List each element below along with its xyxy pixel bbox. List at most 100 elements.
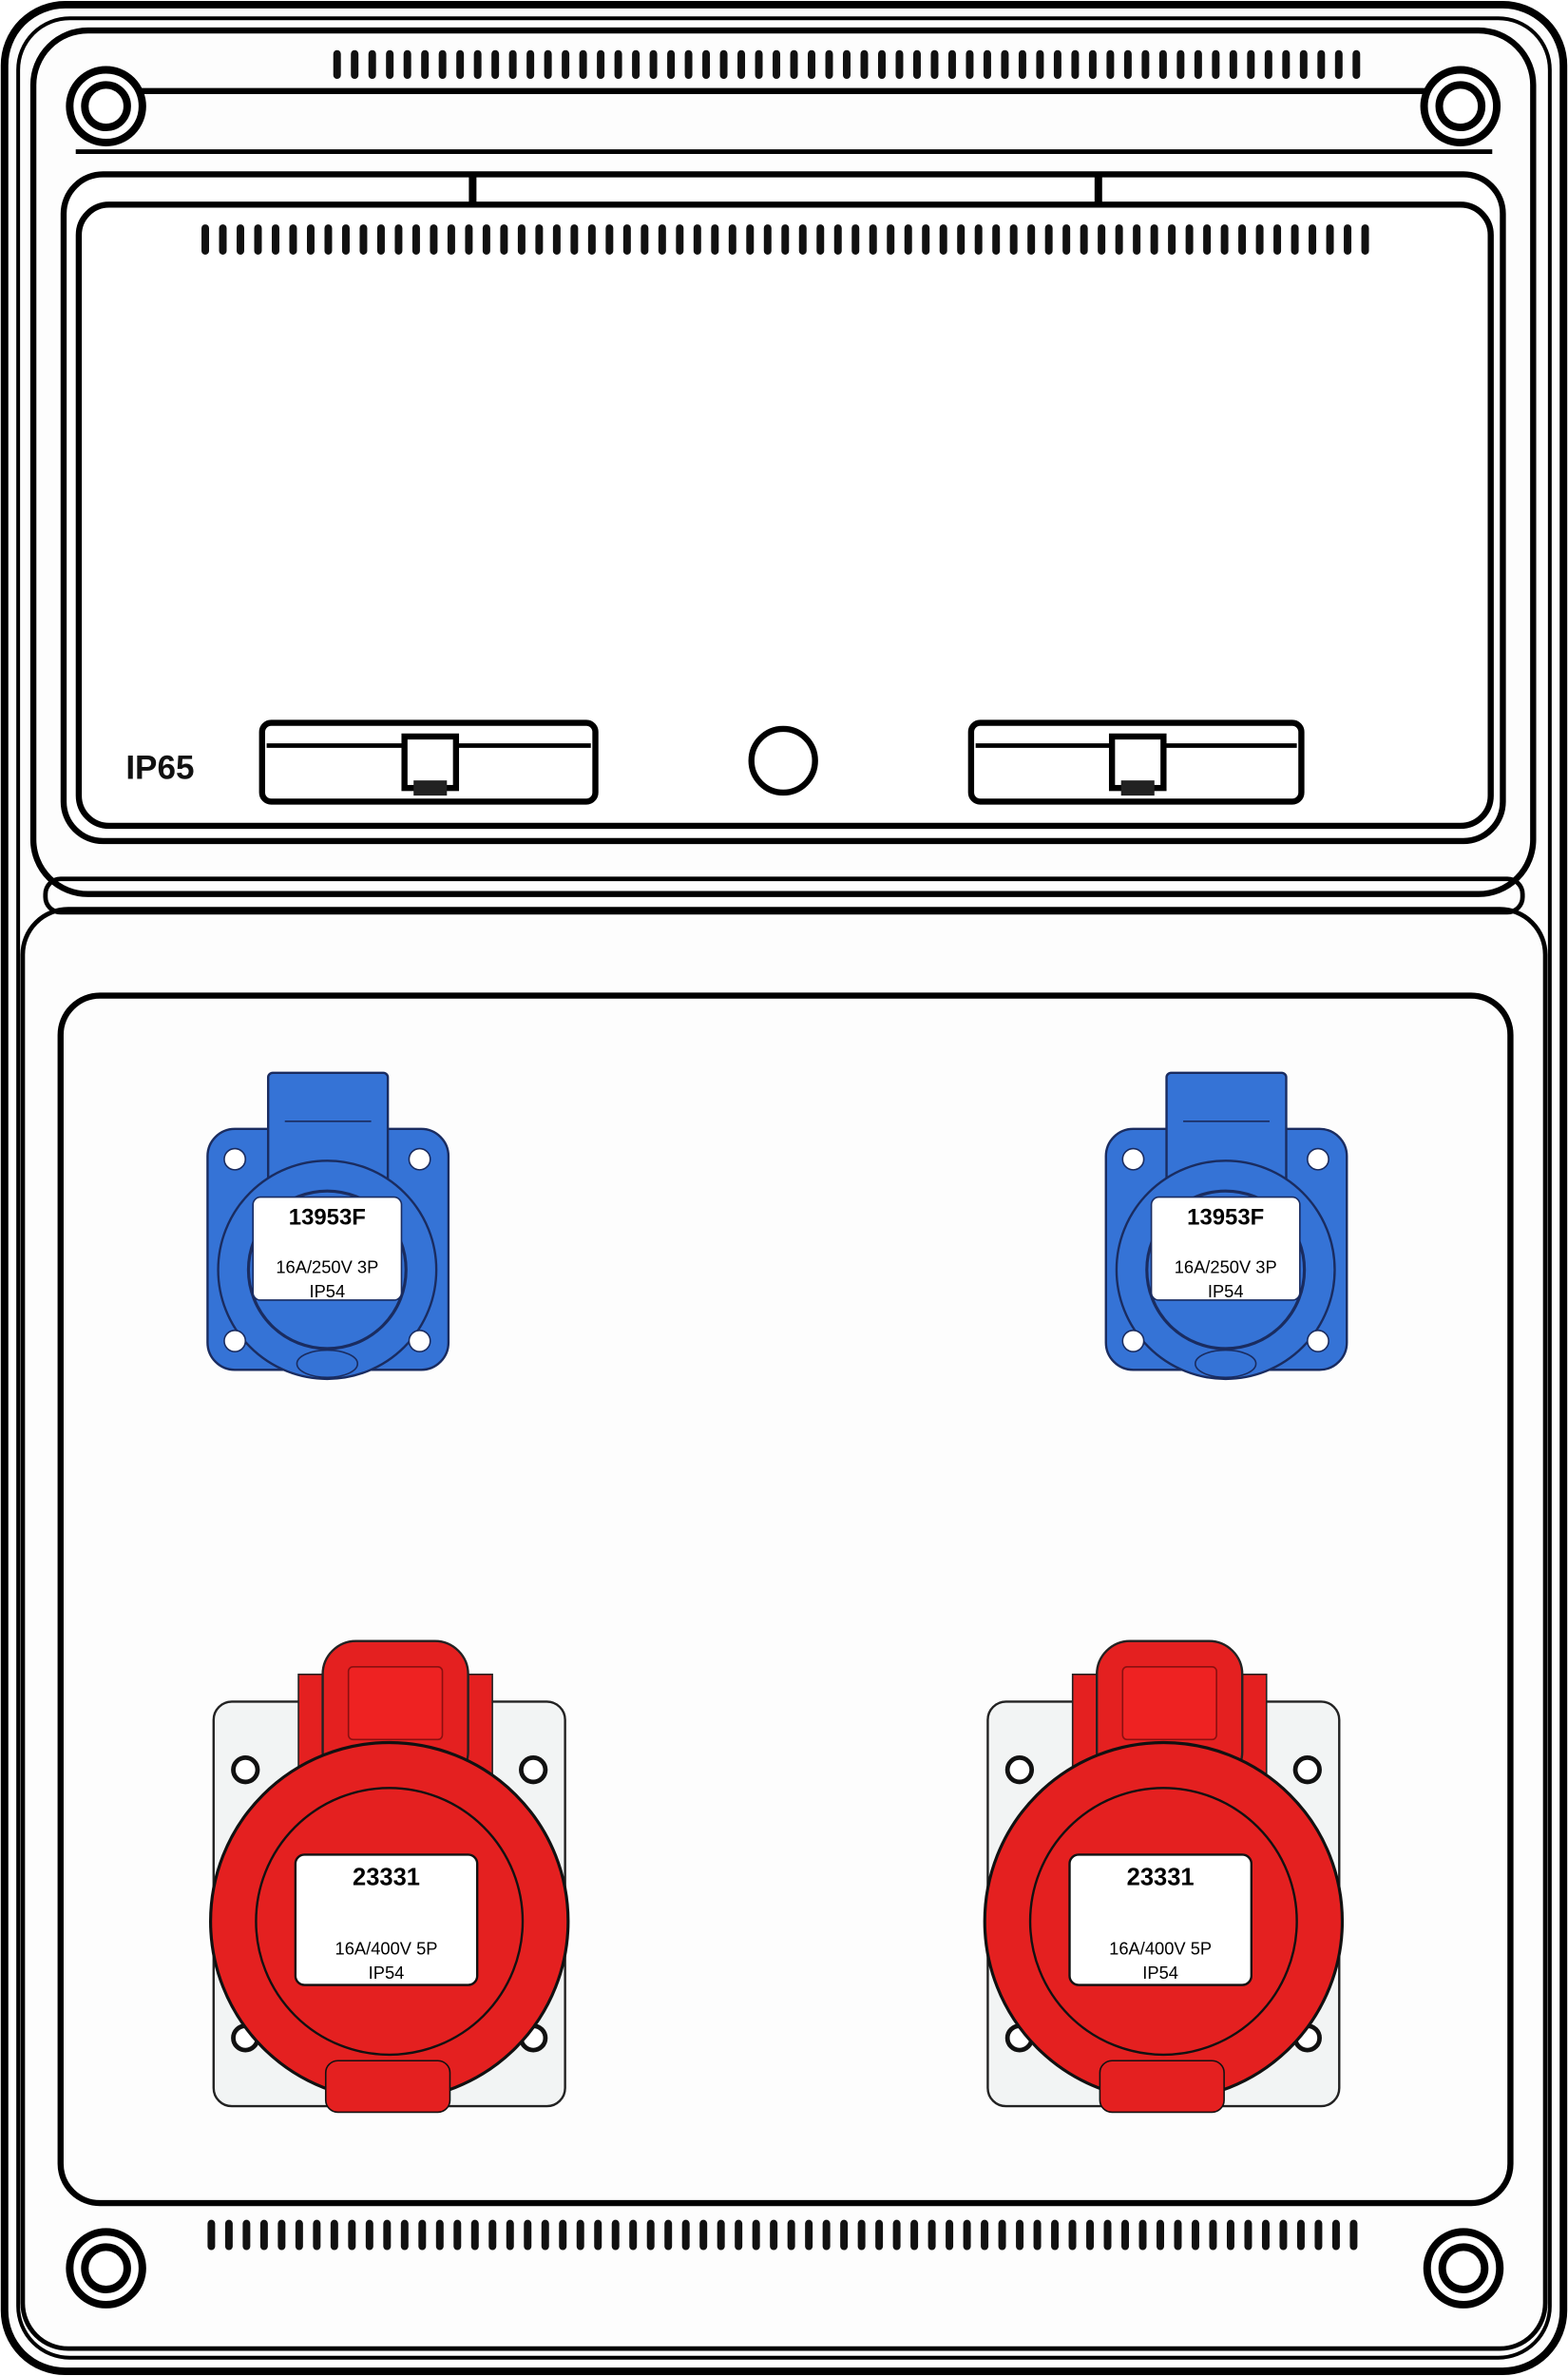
vent-slot xyxy=(1331,2219,1340,2251)
vent-slot xyxy=(570,224,579,255)
vent-slot xyxy=(816,224,825,255)
vent-slot xyxy=(1229,49,1237,80)
vent-slot xyxy=(277,2219,286,2251)
circuit-breaker-left[interactable] xyxy=(258,719,599,805)
vent-slot xyxy=(1273,224,1282,255)
vent-slot xyxy=(1036,49,1044,80)
vent-slot xyxy=(1051,2219,1060,2251)
red-socket-right[interactable]: 23331 16A/400V 5P IP54 xyxy=(983,1639,1345,2114)
vent-slot xyxy=(1016,2219,1024,2251)
vent-slot xyxy=(1115,224,1123,255)
vent-slot xyxy=(1220,224,1229,255)
vent-slot xyxy=(1001,49,1009,80)
vent-slot xyxy=(787,2219,795,2251)
vent-slot xyxy=(857,2219,866,2251)
vent-slot xyxy=(957,224,966,255)
vent-slot xyxy=(877,49,886,80)
vent-slot xyxy=(1138,2219,1147,2251)
vent-slot xyxy=(272,224,279,255)
screw-top-right xyxy=(1420,66,1501,146)
vent-slot xyxy=(1150,224,1158,255)
vent-slot xyxy=(359,224,368,255)
vent-slot xyxy=(1192,2219,1199,2251)
vent-slot xyxy=(875,2219,884,2251)
vent-slot xyxy=(992,224,1001,255)
vent-slot xyxy=(254,224,262,255)
vent-slot xyxy=(1121,2219,1129,2251)
vent-slot xyxy=(1088,49,1097,80)
vent-slot xyxy=(351,49,359,80)
vent-slot xyxy=(781,224,790,255)
vent-slot xyxy=(966,49,974,80)
vent-slot xyxy=(259,2219,268,2251)
vent-slot xyxy=(773,49,781,80)
vent-slot xyxy=(1203,224,1212,255)
vent-slot xyxy=(611,2219,620,2251)
vent-slot xyxy=(219,224,227,255)
vent-slot xyxy=(1209,2219,1217,2251)
socket-code: 13953F xyxy=(1187,1204,1264,1230)
vent-slot xyxy=(597,49,605,80)
vent-slot xyxy=(1009,224,1018,255)
vent-slot xyxy=(1247,49,1255,80)
vent-slot xyxy=(808,49,815,80)
vent-slot xyxy=(1018,49,1026,80)
vent-slot xyxy=(735,2219,743,2251)
vent-slot xyxy=(456,49,465,80)
vent-slot xyxy=(646,2219,655,2251)
vent-slot xyxy=(313,2219,321,2251)
blue-socket-right[interactable]: 13953F 16A/250V 3P IP54 xyxy=(1104,1071,1348,1381)
vent-slot xyxy=(376,224,385,255)
vent-slot xyxy=(981,2219,989,2251)
vent-slot xyxy=(1141,49,1150,80)
vent-slot xyxy=(869,224,877,255)
vent-slot xyxy=(562,49,570,80)
vent-slot xyxy=(1103,2219,1112,2251)
vent-slot xyxy=(1279,2219,1288,2251)
vent-slot xyxy=(998,2219,1006,2251)
vent-slot xyxy=(632,49,641,80)
vent-slot xyxy=(1261,2219,1270,2251)
vent-slot xyxy=(500,224,508,255)
vent-slot xyxy=(1344,224,1352,255)
vent-slot xyxy=(763,224,772,255)
blue-socket-left[interactable]: 13953F 16A/250V 3P IP54 xyxy=(206,1071,450,1381)
window-vent-slots xyxy=(201,224,1369,255)
vent-slot xyxy=(365,2219,373,2251)
vent-slot xyxy=(473,49,482,80)
vent-slot xyxy=(587,224,596,255)
vent-slot xyxy=(641,224,649,255)
ip-rating-label: IP65 xyxy=(125,750,194,787)
vent-slot xyxy=(207,2219,216,2251)
vent-slot xyxy=(576,2219,584,2251)
vent-slot xyxy=(594,2219,602,2251)
vent-slot xyxy=(1158,49,1167,80)
vent-slot xyxy=(1291,224,1299,255)
vent-slot xyxy=(394,224,403,255)
vent-slot xyxy=(605,224,614,255)
vent-slot xyxy=(541,2219,549,2251)
vent-slot xyxy=(470,2219,479,2251)
vent-slot xyxy=(681,2219,690,2251)
circuit-breaker-right[interactable] xyxy=(967,719,1305,805)
vent-slot xyxy=(676,224,684,255)
vent-slot xyxy=(482,224,490,255)
vent-slot xyxy=(435,2219,444,2251)
vent-slot xyxy=(1212,49,1220,80)
vent-slot xyxy=(1033,2219,1042,2251)
vent-slot xyxy=(201,224,209,255)
socket-spec: 16A/250V 3P xyxy=(276,1256,378,1276)
socket-spec: 16A/400V 5P xyxy=(1109,1939,1212,1959)
vent-slot xyxy=(947,49,956,80)
breaker-window-cover[interactable] xyxy=(60,171,1506,845)
red-socket-left[interactable]: 23331 16A/400V 5P IP54 xyxy=(209,1639,570,2114)
vent-slot xyxy=(508,49,517,80)
vent-slot xyxy=(1133,224,1141,255)
vent-slot xyxy=(912,49,921,80)
vent-slot xyxy=(887,224,895,255)
vent-slot xyxy=(904,224,912,255)
vent-slot xyxy=(1194,49,1202,80)
vent-slot xyxy=(843,49,851,80)
vent-slot xyxy=(386,49,394,80)
vent-slot xyxy=(833,224,842,255)
